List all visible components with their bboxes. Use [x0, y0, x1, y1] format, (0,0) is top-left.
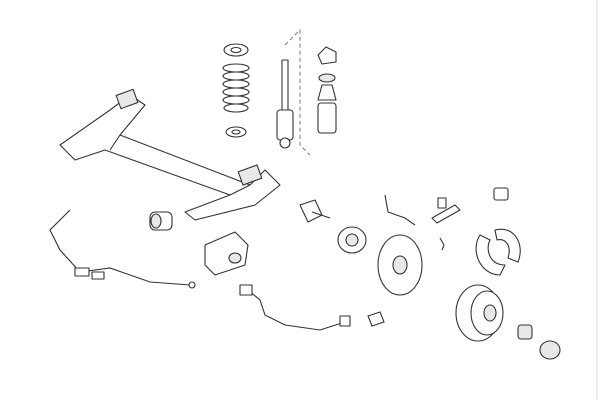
brake-hose: [384, 194, 416, 226]
assembly-line: [284, 29, 311, 156]
hub-bearing: [337, 226, 367, 254]
dust-boot: [317, 84, 337, 134]
wheel-hub-stub: [299, 199, 331, 223]
brake-backing-plate: [377, 234, 423, 296]
spring-bump-stop: [225, 126, 247, 138]
abs-sensor-cable: [49, 209, 196, 289]
shock-mount: [317, 46, 337, 83]
abs-sensor: [239, 284, 351, 331]
brake-drum: [455, 284, 504, 342]
axle-beam: [59, 88, 281, 221]
spring-seat-top: [223, 43, 249, 57]
brake-shoes: [475, 228, 521, 276]
axle-bushing: [149, 211, 173, 231]
bracket: [204, 231, 249, 276]
brake-cylinder: [493, 187, 509, 201]
clip: [439, 237, 445, 251]
adjuster: [431, 197, 461, 224]
coil-spring: [222, 63, 250, 113]
dust-cap: [539, 340, 561, 360]
hub-nut: [517, 324, 533, 340]
shock-absorber: [276, 59, 294, 149]
sensor-clip: [367, 311, 385, 327]
